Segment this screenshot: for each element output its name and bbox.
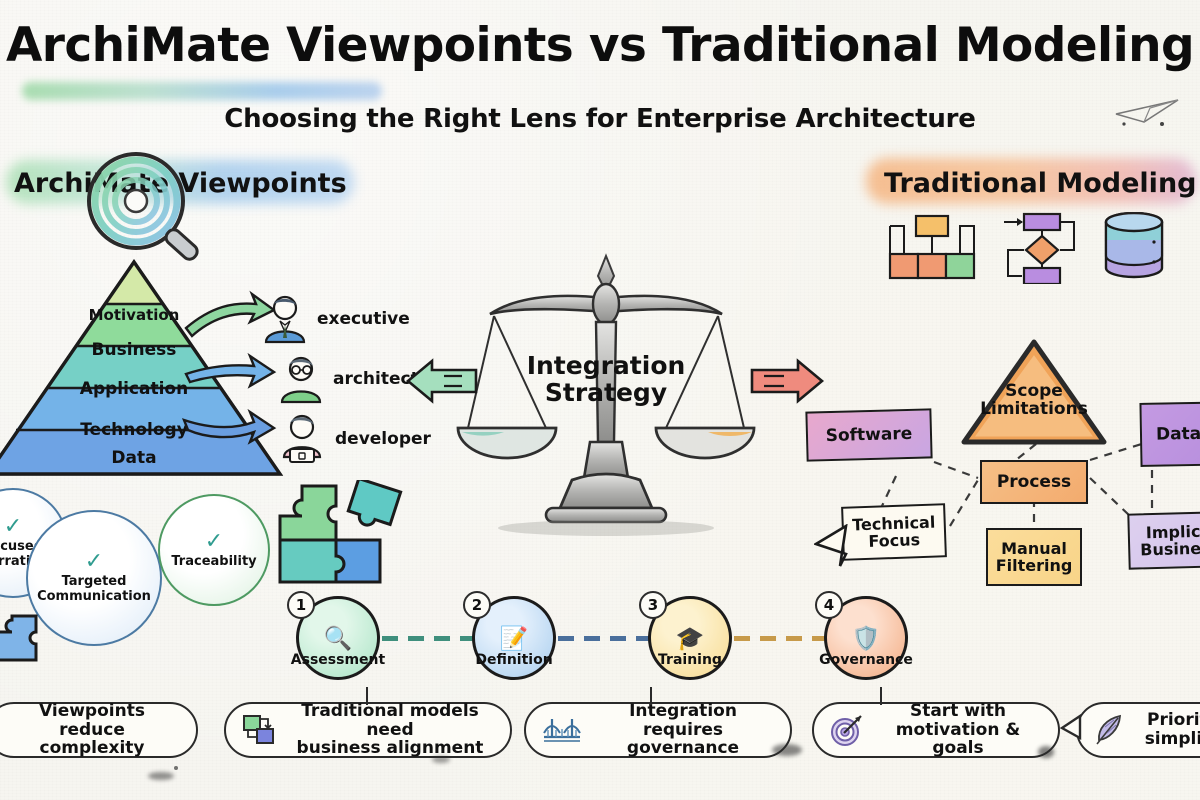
callout-integration-requires-governance: Integration requires governance [524,687,792,759]
benefit-circle-traceability: ✓ Traceability [158,494,270,606]
pencil-smudge [772,744,802,756]
center-scale-label: Integration Strategy [526,351,686,407]
roadmap-step-number-4: 4 [815,591,843,619]
right-flow-arrow-icon [750,358,825,404]
persona-label-architect: architect [333,369,419,389]
right-section-heading: Traditional Modeling [884,168,1197,199]
pyramid-to-persona-arrows [182,290,277,445]
target-dart-icon [831,715,862,746]
magnifying-glass-icon [87,152,199,261]
roadmap-step-number-3: 3 [639,591,667,619]
roadmap-step-governance[interactable]: 4 🛡️ Governance [815,591,913,680]
roadmap-step-label-3: Training [658,652,722,668]
pencil-smudge [432,756,450,763]
roadmap-step-assessment[interactable]: 1 🔍 Assessment [287,591,385,680]
puzzle-blocks-icon [243,715,274,744]
warning-triangle-icon [961,339,1107,445]
traditional-node-process: Process [980,460,1088,504]
callout-tail-1 [366,687,369,705]
pencil-smudge [148,772,174,780]
document-pen-icon: 📝 [499,626,529,652]
persona-executive: executive [262,292,410,346]
puzzle-piece-small-icon [0,614,38,662]
database-icon [1104,212,1164,279]
bridge-icon [543,719,581,742]
traditional-modeling-icons [888,212,1164,284]
callout-text-3: Start with motivation & goals [895,700,1021,759]
feather-icon [1096,714,1121,745]
shield-checklist-icon: 🛡️ [851,626,881,652]
check-icon: ✓ [84,549,104,575]
benefit-label-2: Traceability [171,553,257,569]
magnifier-icon: 🔍 [323,626,353,652]
callout-tail-2 [650,687,653,705]
persona-label-developer: developer [335,429,431,449]
archimate-layer-pyramid [0,259,284,476]
callout-text-1: Traditional models need business alignme… [296,700,484,759]
traditional-node-software: Software [805,408,933,462]
person-suit-icon [264,295,306,344]
pencil-smudge [1038,746,1054,758]
roadmap-step-definition[interactable]: 2 📝 Definition [463,591,556,680]
check-icon: ✓ [204,528,224,554]
traditional-node-technical-focus: Technical Focus [841,503,947,561]
persona-architect: architect [278,352,419,406]
right-heading-wash [866,158,1196,204]
callout-viewpoints-reduce-complexity: Viewpoints reduce complexity [0,702,198,758]
puzzle-pieces-icon [278,480,403,584]
graduation-cap-icon: 🎓 [675,626,705,652]
callout-prioritize-simplicity: Prioritize simplicity [1060,702,1200,758]
roadmap-step-number-2: 2 [463,591,491,619]
roadmap-step-label-2: Definition [475,652,553,668]
callout-tail-4 [1060,714,1082,741]
callout-text-2: Integration requires governance [626,700,740,759]
roadmap-link-2-3 [558,636,650,641]
traditional-node-manual-filtering: Manual Filtering [986,528,1082,586]
roadmap-step-number-1: 1 [287,591,315,619]
traditional-node-data: Data [1139,401,1200,467]
page-subtitle: Choosing the Right Lens for Enterprise A… [224,104,976,134]
roadmap-link-1-2 [382,636,474,641]
balance-scale-icon [456,253,756,536]
technical-focus-callout-tail [814,524,848,567]
roadmap-step-label-4: Governance [819,652,913,668]
roadmap-step-label-1: Assessment [290,652,386,668]
callout-text-0: Viewpoints reduce complexity [39,700,145,759]
benefit-label-1: Targeted Communication [37,574,151,604]
org-chart-icon [888,214,976,280]
check-icon: ✓ [3,514,23,540]
callout-traditional-models-business-alignment: Traditional models need business alignme… [224,687,512,759]
persona-developer: developer [278,412,431,466]
pencil-dot [174,766,178,770]
left-flow-arrow-icon [405,358,478,404]
roadmap-link-3-4 [734,636,826,641]
paper-plane-icon [1115,99,1179,126]
title-wash [22,82,382,100]
callout-tail-3 [880,687,883,705]
traditional-node-implicit-business: Implicit Business [1127,510,1200,570]
benefit-circle-targeted-communication: ✓ Targeted Communication [26,510,162,646]
scope-limitations-label: Scope Limitations [980,381,1088,420]
roadmap-step-training[interactable]: 3 🎓 Training [639,591,732,680]
callout-text-4: Prioritize simplicity [1144,710,1200,749]
callout-start-with-motivation-goals: Start with motivation & goals [812,687,1060,759]
person-laptop-icon [282,414,322,463]
page-title: ArchiMate Viewpoints vs Traditional Mode… [6,18,1195,73]
person-glasses-icon [280,356,322,404]
persona-label-executive: executive [317,309,410,329]
flowchart-icon [1004,212,1075,284]
